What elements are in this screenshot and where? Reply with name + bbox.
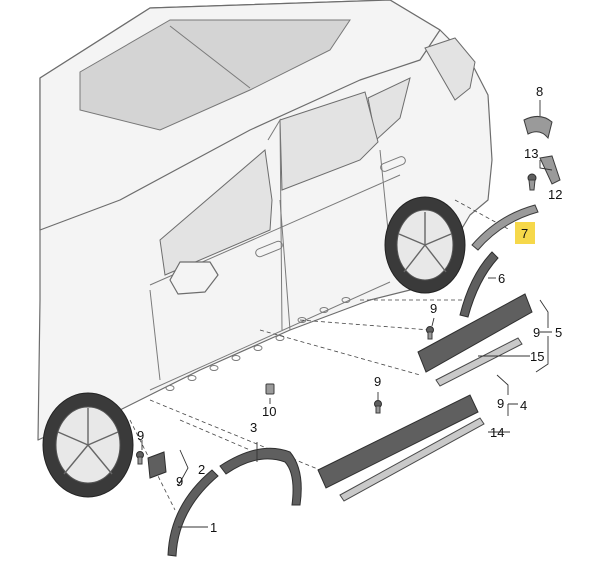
part-9-clips [136,326,434,465]
part-3-fender-flare [219,447,302,506]
front-rim-spokes [57,408,119,475]
sill-clip-holes [165,297,351,391]
part-7-rear-upper-trim [471,204,539,251]
leader-lines [141,100,553,528]
callout-10: 10 [262,404,276,419]
part-10-clip [265,383,275,395]
part-15-rear-sill-strip [435,337,523,387]
callout-15: 15 [530,349,544,364]
part-8-rear-cap [523,116,553,140]
rear-door-window [279,91,379,191]
callout-9-arch-clip: 9 [137,428,144,443]
part-1-front-arch-trim [167,469,219,557]
car-illustration [37,0,493,498]
part-14-front-sill-strip [339,417,485,502]
callout-5: 5 [555,325,562,340]
side-mirror [169,261,219,295]
callout-4: 4 [520,398,527,413]
callout-7-highlight [515,222,535,244]
callout-8: 8 [536,84,543,99]
rear-door-handle [380,156,406,172]
rear-window [424,37,476,101]
callout-9-rear-clip: 9 [430,301,437,316]
part-2-bracket [147,451,167,479]
callout-2: 2 [198,462,205,477]
panoramic-roof [79,19,351,131]
callout-6: 6 [498,271,505,286]
callout-7: 7 [521,226,528,241]
part-4-front-door-moulding [317,394,479,489]
callout-3: 3 [250,420,257,435]
front-door-handle [255,240,283,258]
callout-9-rear-moulding: 9 [533,325,540,340]
callout-9-sill-clip: 9 [374,374,381,389]
callouts: 1 2 3 4 5 6 7 8 9 9 9 9 9 9 10 12 13 14 … [137,84,562,535]
callout-13: 13 [524,146,538,161]
front-door-edge [149,289,161,381]
part-13-clip [527,173,537,191]
roof-divider [169,25,251,89]
part-5-rear-door-moulding [417,293,533,373]
b-pillar [267,118,283,331]
callout-9-bracket: 9 [176,474,183,489]
door-split [279,199,291,331]
callout-12: 12 [548,187,562,202]
callout-14: 14 [490,425,504,440]
rear-rim-spokes [398,212,452,273]
callout-9-front-moulding: 9 [497,396,504,411]
front-door-window [159,149,273,276]
part-6-rear-arch-trim [459,251,499,318]
callout-1: 1 [210,520,217,535]
